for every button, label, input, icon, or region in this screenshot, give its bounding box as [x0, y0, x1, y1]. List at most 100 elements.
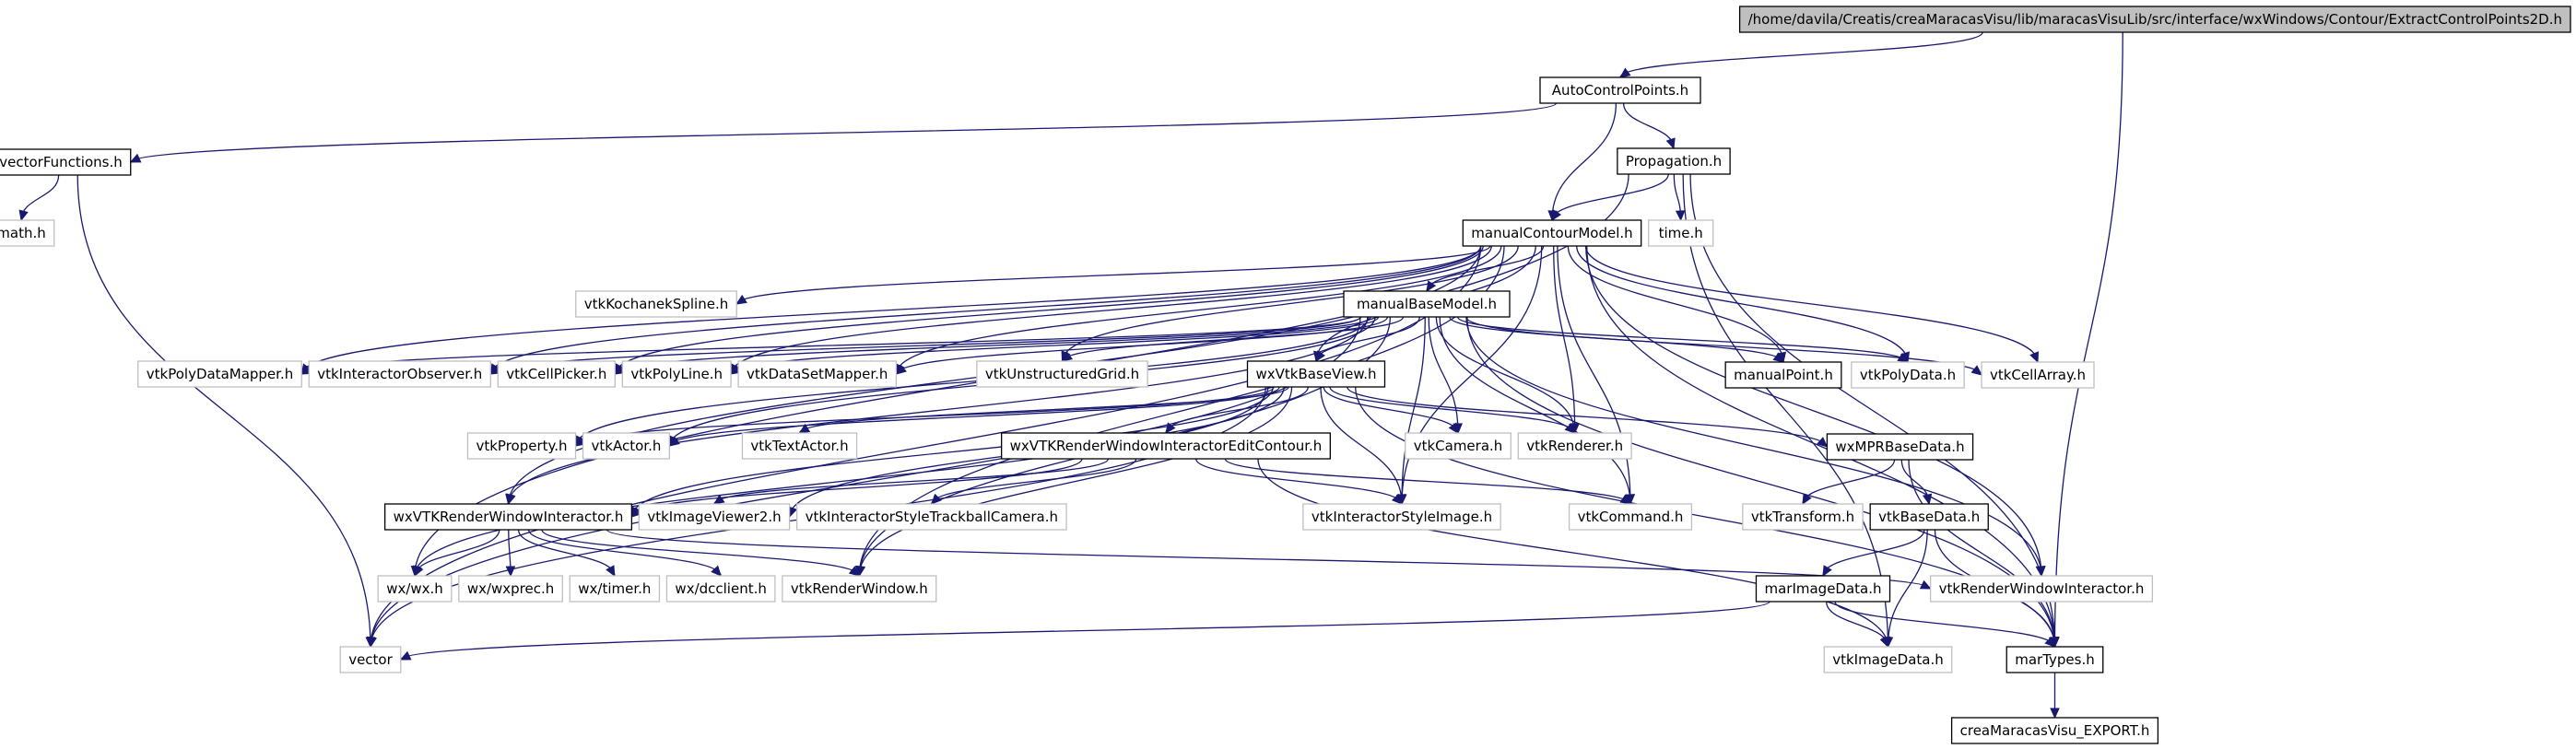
edge-mar-image-data-to-vector: [400, 601, 1770, 661]
node-vtk-base-data[interactable]: vtkBaseData.h: [1869, 503, 1989, 531]
edge-wx-vtk-base-view-to-wxwx: [414, 386, 1269, 577]
node-vector-functions[interactable]: vectorFunctions.h: [0, 148, 132, 176]
arrowhead-icon: [1665, 137, 1676, 150]
arrowhead-icon: [895, 364, 907, 375]
node-auto-control-points[interactable]: AutoControlPoints.h: [1539, 76, 1701, 104]
arrowhead-icon: [1822, 565, 1832, 578]
node-vtk-actor: vtkActor.h: [582, 432, 671, 460]
arrowhead-icon: [798, 423, 811, 434]
node-label: wx/dcclient.h: [675, 580, 766, 597]
node-box: [1755, 575, 1891, 603]
node-math: math.h: [0, 219, 55, 247]
node-label: wxVTKRenderWindowInteractorEditContour.h: [1010, 438, 1323, 454]
edge-wx-vtkrwi-to-wxwx: [414, 529, 500, 577]
node-label: manualPoint.h: [1734, 367, 1833, 383]
edge-manual-contour-model-to-vtk-poly-data-mapper: [300, 245, 1482, 375]
edge-wx-vtk-base-view-to-vtk-render-window: [858, 386, 1293, 577]
arrowhead-icon: [606, 565, 616, 578]
node-box: [665, 575, 776, 603]
edge-manual-base-model-to-vtk-camera: [1428, 316, 1459, 434]
node-box: [1869, 503, 1989, 531]
edge-manual-contour-model-to-vtk-renderer: [1553, 245, 1576, 434]
edge-propagation-to-mar-types: [1689, 173, 2056, 648]
node-label: vtkPolyData.h: [1860, 367, 1956, 383]
edge-propagation-to-manual-contour-model: [1551, 173, 1669, 221]
edge-manual-contour-model-to-vtk-poly-data: [1576, 245, 1909, 363]
node-label: vtkCellArray.h: [1990, 367, 2086, 383]
node-box: [795, 503, 1067, 531]
edge-wx-vtk-base-view-to-vtk-camera: [1323, 386, 1459, 434]
node-label: vtkPolyDataMapper.h: [147, 366, 293, 382]
node-vtk-unstructured-grid: vtkUnstructuredGrid.h: [976, 360, 1148, 388]
node-box: [377, 575, 453, 603]
edge-wx-mprbase-data-to-mar-types: [1908, 459, 2056, 648]
node-label: vector: [348, 651, 393, 668]
node-box: [976, 360, 1148, 388]
edge-manual-contour-model-to-mar-types: [1586, 245, 2056, 648]
node-vtk-kochanek-spline: vtkKochanekSpline.h: [575, 290, 737, 318]
node-manual-base-model[interactable]: manualBaseModel.h: [1343, 290, 1511, 318]
node-box: [458, 575, 563, 603]
node-label: vtkTextActor.h: [750, 438, 848, 454]
node-wx-vtkrwi[interactable]: wxVTKRenderWindowInteractor.h: [383, 503, 633, 531]
node-manual-contour-model[interactable]: manualContourModel.h: [1462, 219, 1642, 247]
node-label: vtkImageData.h: [1832, 651, 1944, 668]
node-label: vtkInteractorStyleImage.h: [1312, 509, 1492, 525]
node-label: vtkTransform.h: [1751, 509, 1854, 525]
node-box: [638, 503, 791, 531]
node-box: [1851, 361, 1965, 389]
node-vtk-renderer: vtkRenderer.h: [1517, 432, 1632, 460]
edge-wx-vtkrwi-to-wxtimer: [517, 529, 616, 577]
node-root[interactable]: /home/davila/Creatis/creaMaracasVisu/lib…: [1738, 6, 2571, 33]
node-vtk-property: vtkProperty.h: [466, 432, 577, 460]
node-vtk-camera: vtkCamera.h: [1405, 432, 1511, 460]
arrowhead-icon: [505, 566, 516, 578]
node-box: [621, 360, 732, 388]
arrowhead-icon: [414, 565, 424, 578]
node-wx-mprbase-data[interactable]: wxMPRBaseData.h: [1826, 433, 1974, 461]
node-manual-point[interactable]: manualPoint.h: [1724, 361, 1842, 389]
edge-manual-base-model-to-wx-vtkrwi: [507, 316, 1369, 505]
node-wx-vtkrwiedit-contour[interactable]: wxVTKRenderWindowInteractorEditContour.h: [1001, 432, 1331, 460]
node-box: [1539, 76, 1701, 104]
node-wxdcclient: wx/dcclient.h: [665, 575, 776, 603]
edge-manual-base-model-to-vtk-unstructured-grid: [1061, 316, 1405, 362]
arrowhead-icon: [1391, 493, 1403, 505]
node-label: vtkCellPicker.h: [506, 366, 606, 382]
arrowhead-icon: [2035, 565, 2046, 578]
edge-manual-contour-model-to-vtk-interactor-observer: [489, 245, 1482, 375]
arrowhead-icon: [1802, 493, 1812, 506]
node-crea-export[interactable]: creaMaracasVisu_EXPORT.h: [1950, 717, 2159, 744]
node-mar-image-data[interactable]: marImageData.h: [1755, 575, 1891, 603]
node-vtk-poly-data: vtkPolyData.h: [1851, 361, 1965, 389]
node-box: [582, 432, 671, 460]
node-box: [1724, 361, 1842, 389]
node-label: time.h: [1659, 225, 1703, 241]
arrowhead-icon: [1675, 210, 1686, 222]
edge-auto-control-points-to-manual-contour-model: [1551, 102, 1617, 221]
arrowhead-icon: [1970, 365, 1982, 376]
node-mar-types[interactable]: marTypes.h: [2006, 646, 2104, 673]
node-box: [1568, 503, 1693, 531]
node-label: vtkDataSetMapper.h: [747, 366, 888, 382]
node-box: [1343, 290, 1511, 318]
node-vtk-cell-array: vtkCellArray.h: [1981, 361, 2095, 389]
edge-manual-contour-model-to-vtk-rwi: [1585, 245, 2042, 577]
node-box: [0, 219, 55, 247]
node-label: Propagation.h: [1626, 153, 1722, 170]
edge-manual-contour-model-to-vtk-data-set-mapper: [895, 245, 1502, 375]
edge-manual-base-model-to-vtk-rwi: [1465, 316, 2042, 577]
node-vtk-command: vtkCommand.h: [1568, 503, 1693, 531]
edge-wx-vtkrwi-to-wxdcclient: [527, 529, 722, 577]
edge-manual-base-model-to-vtk-isimage: [1401, 316, 1426, 505]
node-propagation[interactable]: Propagation.h: [1617, 147, 1731, 175]
edge-wx-vtk-base-view-to-vtk-text-actor: [798, 386, 1289, 434]
node-wx-vtk-base-view[interactable]: wxVtkBaseView.h: [1246, 360, 1386, 388]
arrowhead-icon: [712, 494, 725, 505]
node-box: [1950, 717, 2159, 744]
node-box: [1405, 432, 1511, 460]
node-label: vtkProperty.h: [476, 438, 567, 454]
edge-auto-control-points-to-vector-functions: [130, 102, 1558, 163]
edge-manual-contour-model-to-vtk-command: [1557, 245, 1631, 505]
arrowhead-icon: [1564, 422, 1576, 434]
